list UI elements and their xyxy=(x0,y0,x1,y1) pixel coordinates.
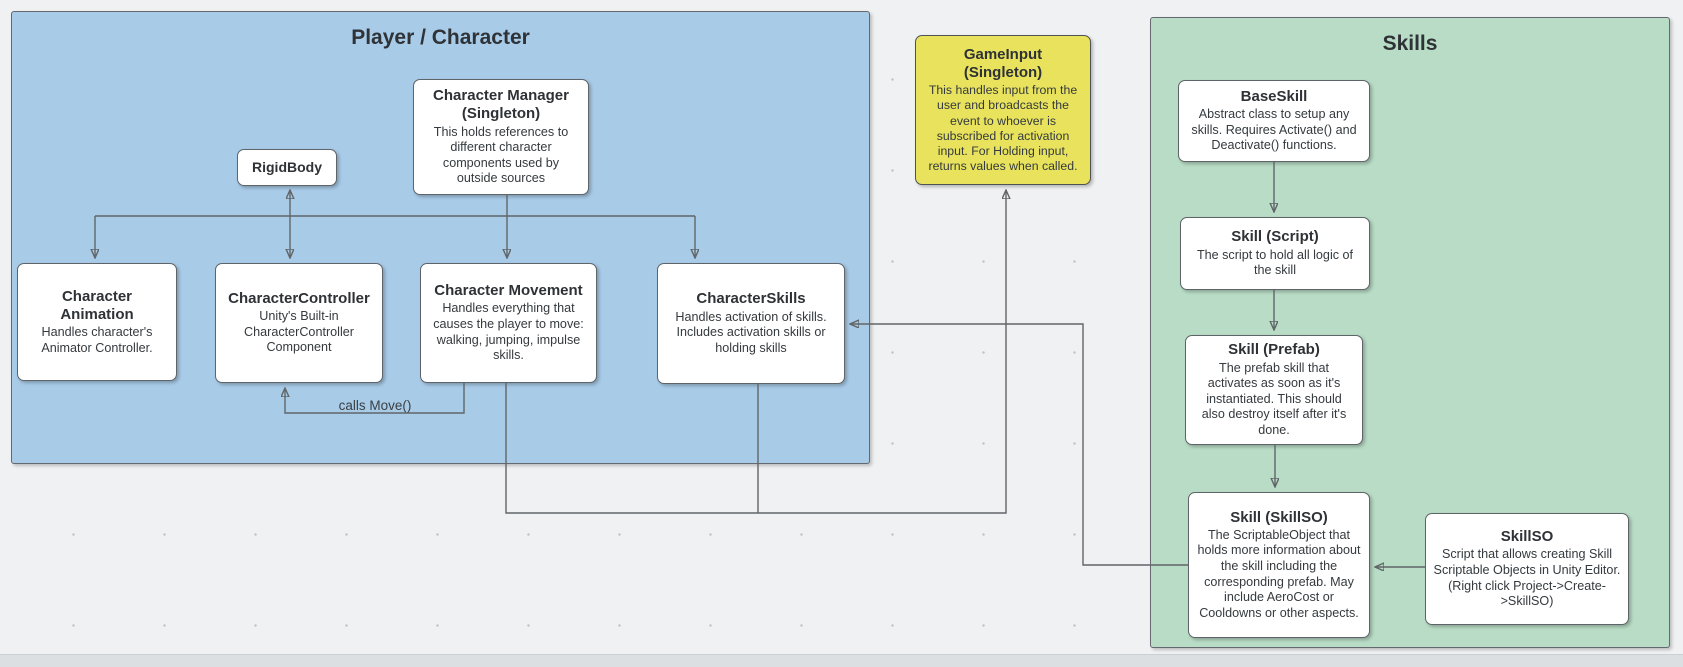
node-skill-script-body: The script to hold all logic of the skil… xyxy=(1196,247,1354,278)
node-character-movement-title: Character Movement xyxy=(434,282,583,300)
node-character-manager-title: Character Manager (Singleton) xyxy=(433,86,569,123)
node-rigidbody[interactable]: RigidBody xyxy=(237,149,337,186)
node-character-animation-body: Handles character's Animator Controller. xyxy=(41,325,153,355)
edge-label-calls-move: calls Move() xyxy=(338,398,412,413)
node-character-controller-title: CharacterController xyxy=(228,289,370,307)
node-character-animation[interactable]: Character Animation Handles character's … xyxy=(17,263,177,381)
node-character-animation-title: Character Animation xyxy=(60,287,134,323)
node-game-input-title: GameInput (Singleton) xyxy=(963,45,1043,81)
node-game-input-body: This handles input from the user and bro… xyxy=(928,83,1078,174)
node-character-manager-body: This holds references to different chara… xyxy=(433,124,569,186)
node-skillso-title: SkillSO xyxy=(1500,528,1554,546)
node-skill-skillso-title: Skill (SkillSO) xyxy=(1230,508,1328,526)
node-character-skills[interactable]: CharacterSkills Handles activation of sk… xyxy=(657,263,845,384)
player-group-title: Player / Character xyxy=(351,26,530,49)
node-skill-prefab[interactable]: Skill (Prefab) The prefab skill that act… xyxy=(1185,335,1363,445)
node-character-movement[interactable]: Character Movement Handles everything th… xyxy=(420,263,597,383)
node-character-manager[interactable]: Character Manager (Singleton) This holds… xyxy=(413,79,589,195)
node-character-skills-body: Handles activation of skills. Includes a… xyxy=(675,309,827,355)
node-character-controller-body: Unity's Built-in CharacterController Com… xyxy=(244,309,354,355)
node-base-skill-body: Abstract class to setup any skills. Requ… xyxy=(1191,107,1357,153)
node-skill-script-title: Skill (Script) xyxy=(1231,228,1319,246)
node-skill-skillso-body: The ScriptableObject that holds more inf… xyxy=(1197,527,1361,620)
node-skill-skillso[interactable]: Skill (SkillSO) The ScriptableObject tha… xyxy=(1188,492,1370,638)
node-skillso-body: Script that allows creating Skill Script… xyxy=(1433,547,1621,609)
node-base-skill[interactable]: BaseSkill Abstract class to setup any sk… xyxy=(1178,80,1370,162)
node-skill-script[interactable]: Skill (Script) The script to hold all lo… xyxy=(1180,217,1370,290)
skills-group-title: Skills xyxy=(1382,32,1438,55)
node-character-skills-title: CharacterSkills xyxy=(696,290,806,308)
canvas-bottom-strip xyxy=(0,654,1683,667)
node-skill-prefab-body: The prefab skill that activates as soon … xyxy=(1201,360,1347,438)
node-character-movement-body: Handles everything that causes the playe… xyxy=(433,301,584,363)
node-base-skill-title: BaseSkill xyxy=(1240,87,1308,105)
node-rigidbody-title: RigidBody xyxy=(252,158,322,175)
node-skillso[interactable]: SkillSO Script that allows creating Skil… xyxy=(1425,513,1629,625)
node-skill-prefab-title: Skill (Prefab) xyxy=(1228,341,1320,359)
node-game-input[interactable]: GameInput (Singleton) This handles input… xyxy=(915,35,1091,185)
node-character-controller[interactable]: CharacterController Unity's Built-in Cha… xyxy=(215,263,383,383)
